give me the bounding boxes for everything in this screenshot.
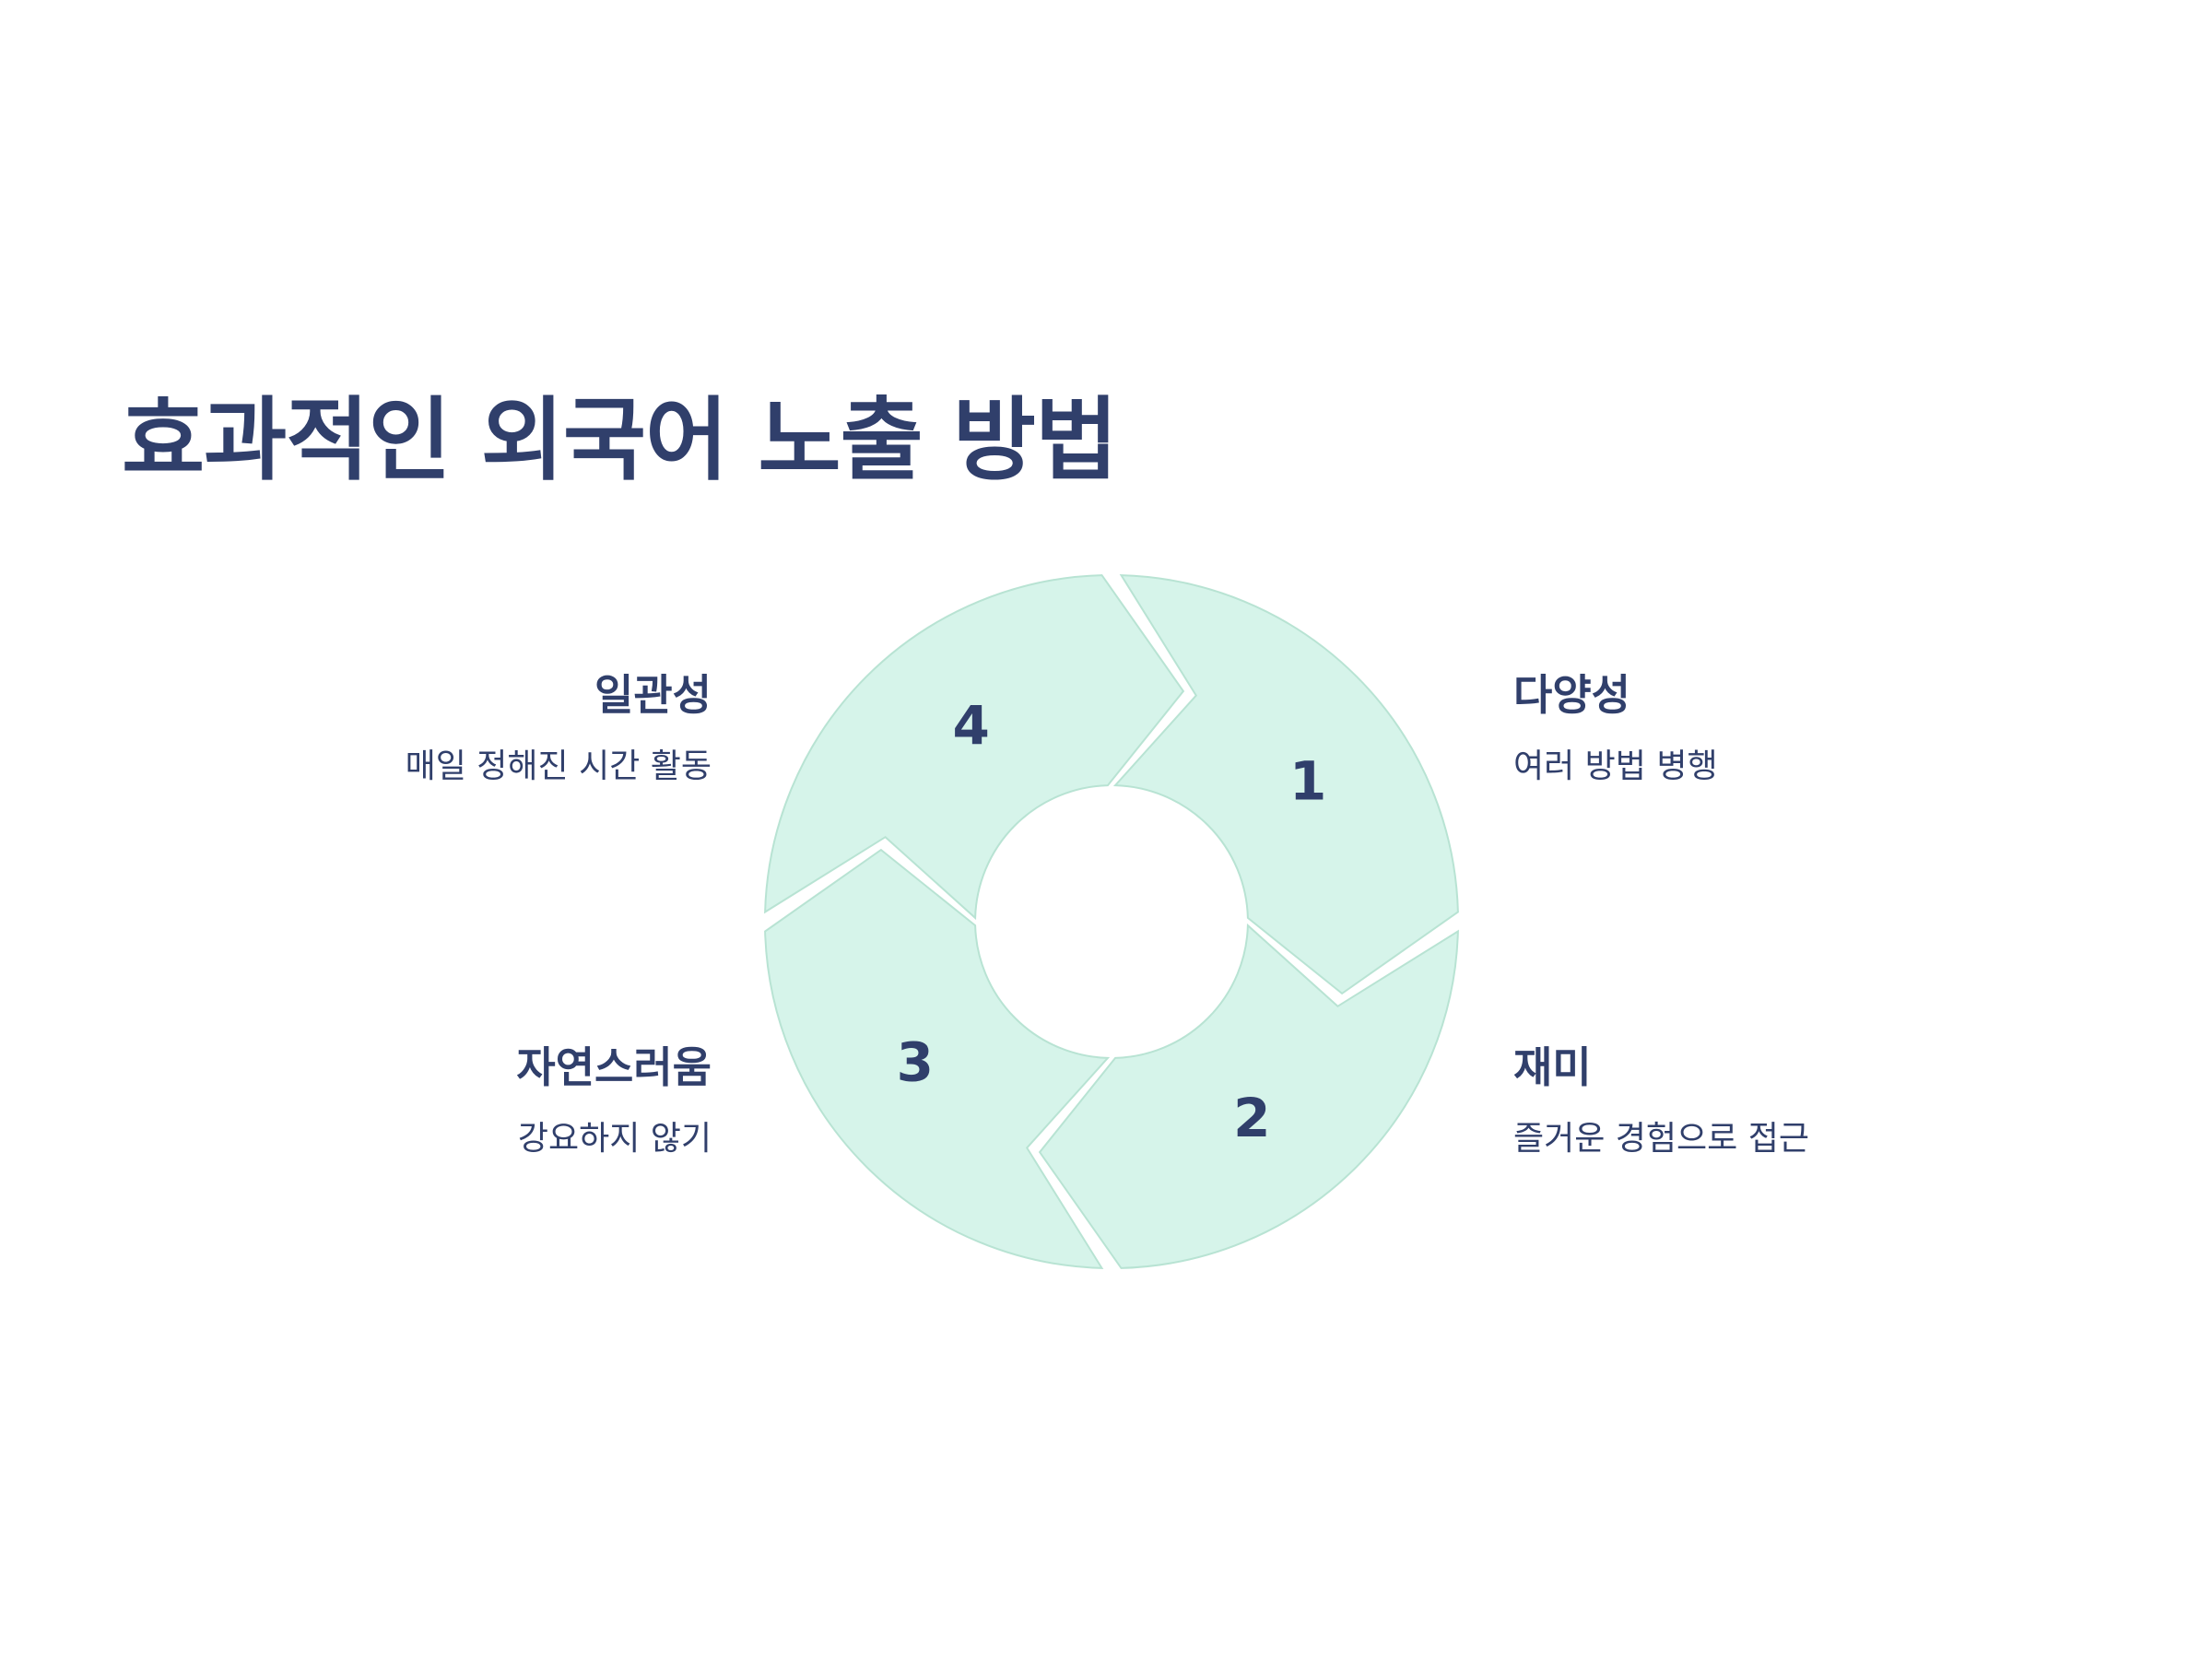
cycle-segment-2-number: 2	[1233, 1087, 1270, 1149]
cycle-segment-3-number: 3	[897, 1030, 934, 1093]
step-3-description: 즐거운 경험으로 접근	[1513, 1120, 1809, 1158]
step-4-title: 자연스러움	[516, 1042, 712, 1092]
step-2-label: 다양성 여러 방법 병행	[1513, 669, 1718, 787]
step-1-title: 일관성	[594, 670, 712, 720]
cycle-segment-4	[764, 574, 1185, 921]
step-4-description: 강요하지 않기	[517, 1120, 712, 1158]
step-3-label: 재미 즐거운 경험으로 접근	[1513, 1041, 1809, 1159]
cycle-segment-1	[1112, 574, 1459, 995]
cycle-segment-4-number: 4	[953, 694, 990, 757]
step-3-title: 재미	[1513, 1042, 1592, 1092]
page-title: 효과적인 외국어 노출 방법	[122, 388, 1118, 493]
step-4-label: 자연스러움 강요하지 않기	[516, 1041, 712, 1159]
step-2-description: 여러 방법 병행	[1513, 747, 1718, 785]
cycle-segment-2	[1038, 923, 1459, 1269]
step-1-label: 일관성 매일 정해진 시간 활동	[406, 669, 712, 787]
step-2-title: 다양성	[1513, 670, 1630, 720]
step-1-description: 매일 정해진 시간 활동	[405, 747, 712, 785]
cycle-segment-3	[764, 848, 1111, 1269]
cycle-segment-1-number: 1	[1289, 750, 1326, 813]
